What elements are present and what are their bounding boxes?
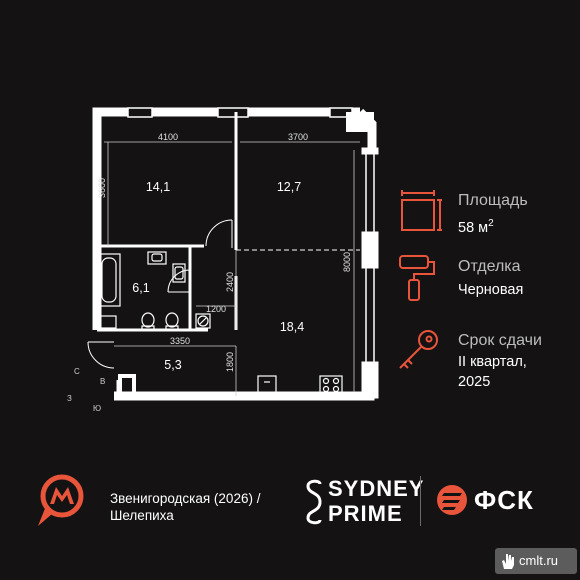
metro-stations: Звенигородская (2026) / Шелепиха bbox=[110, 490, 260, 524]
delivery-value-line2: 2025 bbox=[458, 374, 491, 390]
watermark: cmlt.ru bbox=[495, 548, 577, 574]
finish-label: Отделка bbox=[458, 258, 521, 275]
developer-name: ФСК bbox=[474, 485, 534, 515]
dimension-lines bbox=[104, 141, 360, 396]
dim-top-right: 3700 bbox=[288, 132, 308, 142]
entrance-pillar bbox=[118, 374, 136, 398]
compass-east: В bbox=[100, 377, 105, 386]
watermark-text: cmlt.ru bbox=[519, 553, 558, 568]
metro-line-1: Звенигородская (2026) / bbox=[110, 491, 261, 506]
storage-block bbox=[97, 315, 117, 329]
dim-corridor-horizontal: 1200 bbox=[206, 304, 226, 314]
paint-roller-icon bbox=[399, 255, 435, 301]
room-area: 12,7 bbox=[277, 180, 301, 194]
corner-pillar bbox=[346, 112, 374, 132]
dim-corridor-vertical: 2400 bbox=[225, 272, 235, 292]
sydney-s-icon bbox=[306, 479, 322, 525]
metro-logo-icon bbox=[38, 474, 84, 526]
info-area: Площадь 58 м2 bbox=[396, 188, 580, 248]
brand-line-1: SYDNEY bbox=[328, 476, 425, 501]
area-value-number: 58 м bbox=[458, 219, 489, 236]
dim-top-left: 4100 bbox=[158, 132, 178, 142]
area-label: Площадь bbox=[458, 192, 528, 209]
dim-hall-horizontal: 3350 bbox=[170, 336, 190, 346]
room-area: 14,1 bbox=[146, 180, 170, 194]
room-area: 6,1 bbox=[132, 281, 149, 295]
finish-value: Черновая bbox=[458, 282, 524, 298]
footer: Звенигородская (2026) / Шелепиха SYDNEY … bbox=[0, 462, 580, 542]
area-value-unit: 2 bbox=[488, 218, 494, 229]
room-area: 18,4 bbox=[280, 320, 304, 334]
info-delivery: Срок сдачи II квартал, 2025 bbox=[396, 328, 580, 398]
dim-right-vertical: 8000 bbox=[342, 252, 352, 272]
right-wall bbox=[361, 147, 379, 399]
area-value: 58 м2 bbox=[458, 214, 494, 238]
dim-left-vertical: 3600 bbox=[97, 178, 107, 198]
floor-plan: 4100 3700 3600 8000 2400 1200 3350 1800 … bbox=[67, 107, 379, 413]
info-finish: Отделка Черновая bbox=[396, 254, 580, 314]
metro-line-2: Шелепиха bbox=[110, 508, 174, 523]
hand-icon bbox=[502, 554, 514, 569]
bathtub bbox=[97, 253, 121, 307]
fsk-logo-icon bbox=[437, 485, 467, 515]
compass-north: С bbox=[74, 367, 80, 376]
compass-south: Ю bbox=[93, 404, 101, 413]
delivery-label: Срок сдачи bbox=[458, 332, 542, 349]
toilets bbox=[141, 312, 179, 331]
footer-divider bbox=[420, 476, 421, 526]
compass-west: З bbox=[67, 394, 72, 403]
key-icon bbox=[399, 330, 438, 369]
washing-machine bbox=[195, 313, 211, 329]
brand-name: SYDNEY PRIME bbox=[328, 476, 424, 526]
dim-hall-vertical: 1800 bbox=[225, 352, 235, 372]
doors bbox=[87, 219, 233, 369]
windows-top bbox=[127, 107, 353, 118]
compass: С В Ю З bbox=[67, 367, 105, 413]
sinks bbox=[147, 251, 186, 283]
area-icon bbox=[401, 190, 442, 231]
brand-line-2: PRIME bbox=[328, 501, 403, 526]
room-area: 5,3 bbox=[164, 358, 181, 372]
delivery-value-line1: II квартал, bbox=[458, 354, 527, 370]
kitchen bbox=[257, 375, 343, 395]
